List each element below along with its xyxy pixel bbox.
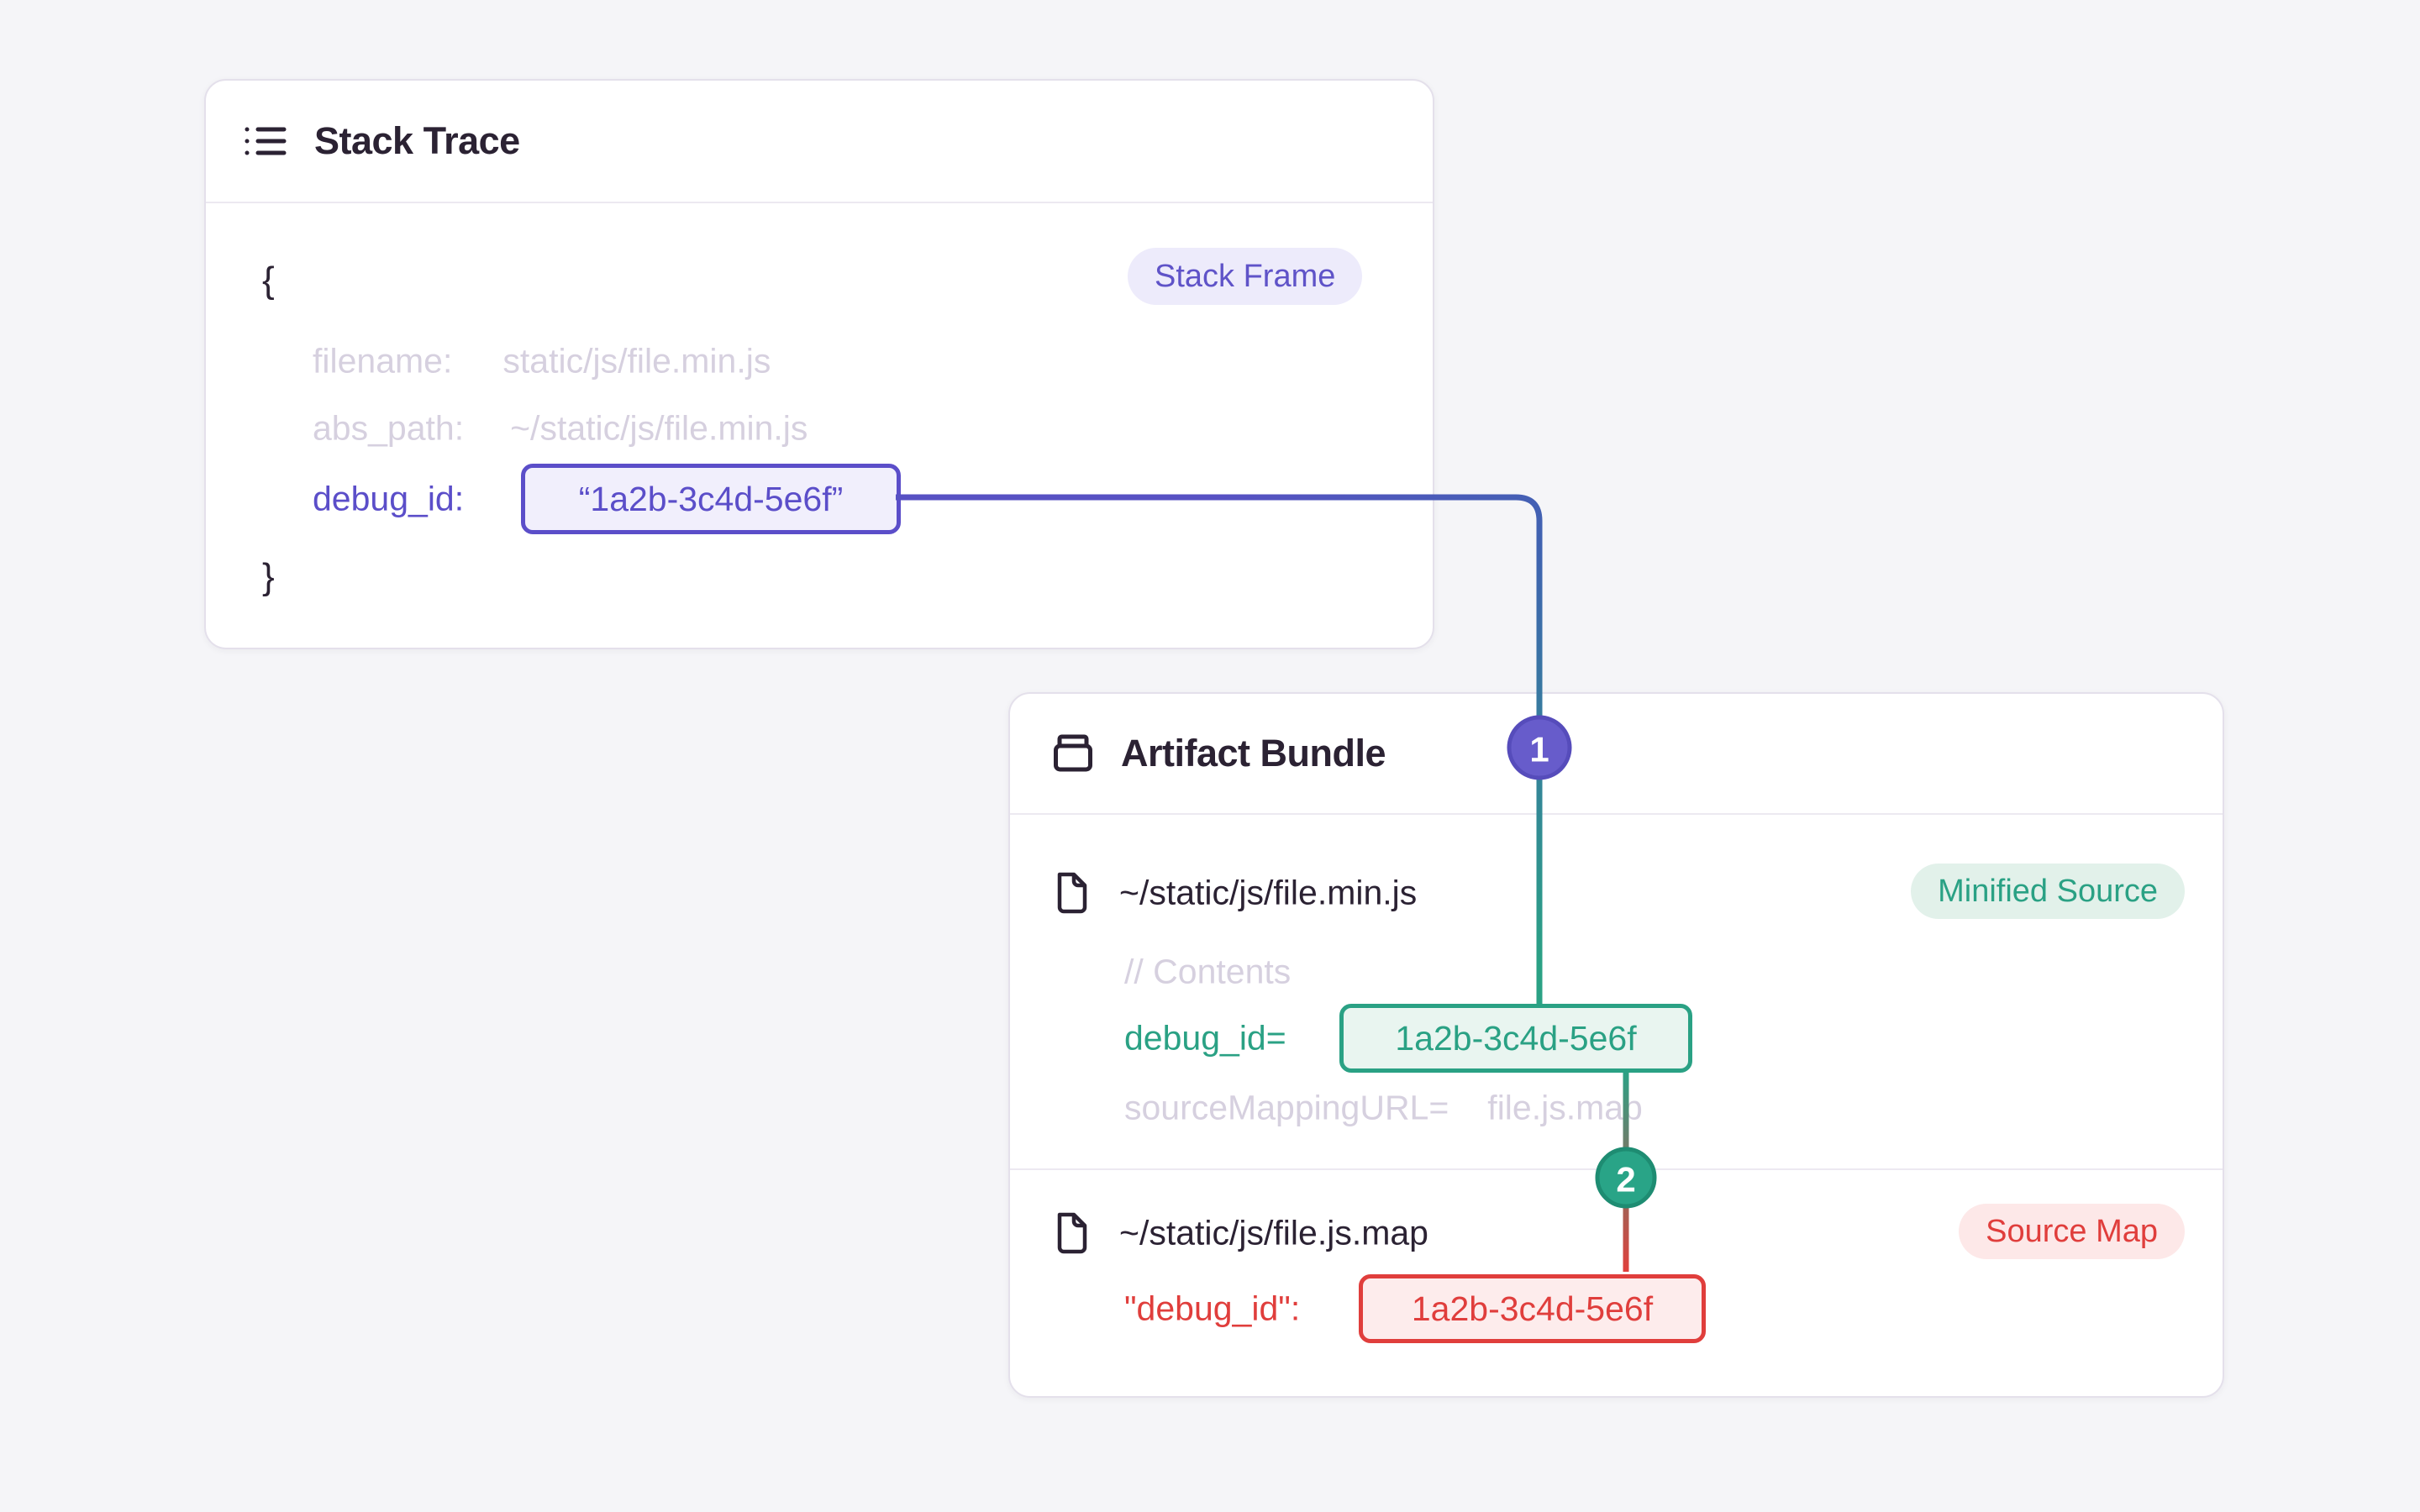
bundle-section-divider bbox=[1010, 1168, 2223, 1170]
stack-trace-title: Stack Trace bbox=[314, 119, 520, 162]
debug-id-chip-minified: 1a2b-3c4d-5e6f bbox=[1339, 1004, 1692, 1073]
archive-icon bbox=[1052, 732, 1094, 774]
stack-trace-header: Stack Trace bbox=[206, 81, 1433, 203]
code-key: filename: bbox=[313, 341, 453, 381]
file-icon bbox=[1054, 872, 1089, 914]
file-name: ~/static/js/file.min.js bbox=[1119, 873, 1418, 912]
minified-source-badge: Minified Source bbox=[1911, 864, 2185, 919]
code-key: debug_id= bbox=[1124, 1018, 1286, 1058]
code-value: static/js/file.min.js bbox=[502, 341, 771, 381]
code-line-filename: filename: static/js/file.min.js bbox=[313, 344, 771, 379]
artifact-bundle-title: Artifact Bundle bbox=[1121, 732, 1386, 774]
code-key: debug_id: bbox=[313, 479, 465, 518]
code-line-debug-id: "debug_id": bbox=[1124, 1289, 1301, 1328]
code-line-debug-id: debug_id= bbox=[1124, 1021, 1286, 1056]
code-key: abs_path: bbox=[313, 408, 465, 448]
file-icon bbox=[1054, 1212, 1089, 1254]
code-line-source-mapping: sourceMappingURL= file.js.map bbox=[1124, 1088, 1643, 1127]
debug-id-chip-stack: “1a2b-3c4d-5e6f” bbox=[521, 464, 901, 534]
code-value: file.js.map bbox=[1487, 1088, 1643, 1127]
stack-frame-badge: Stack Frame bbox=[1128, 248, 1363, 305]
list-icon bbox=[244, 122, 289, 160]
code-key: "debug_id": bbox=[1124, 1289, 1301, 1328]
file-name: ~/static/js/file.js.map bbox=[1119, 1213, 1428, 1252]
code-brace-close: } bbox=[262, 556, 275, 597]
code-line-abs-path: abs_path: ~/static/js/file.min.js bbox=[313, 408, 808, 448]
debug-id-chip-sourcemap: 1a2b-3c4d-5e6f bbox=[1359, 1274, 1706, 1343]
code-key: sourceMappingURL= bbox=[1124, 1088, 1449, 1127]
artifact-bundle-card: Artifact Bundle ~/static/js/file.min.js … bbox=[1008, 692, 2224, 1398]
artifact-bundle-header: Artifact Bundle bbox=[1010, 694, 2223, 815]
source-map-badge: Source Map bbox=[1959, 1204, 2185, 1259]
comment-line: // Contents bbox=[1124, 952, 1292, 991]
code-value: ~/static/js/file.min.js bbox=[510, 408, 808, 448]
code-brace-open: { bbox=[262, 260, 275, 301]
stack-trace-card: Stack Trace Stack Frame { filename: stat… bbox=[204, 79, 1434, 649]
code-line-debug-id: debug_id: bbox=[313, 479, 465, 518]
